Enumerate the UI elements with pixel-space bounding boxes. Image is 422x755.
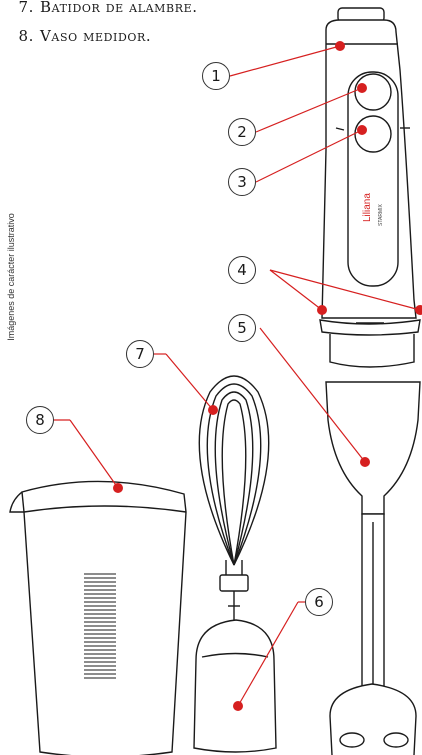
callout-6: 6 [305,588,333,616]
callout-7: 7 [126,340,154,368]
callout-5: 5 [228,314,256,342]
callout-2: 2 [228,118,256,146]
whisk [194,376,276,752]
callout-1: 1 [202,62,230,90]
blender-foot [326,382,420,755]
brand-model: STARMIX [378,203,384,226]
brand-logo: Liliana [362,193,373,222]
callout-8: 8 [26,406,54,434]
measuring-cup [10,481,186,755]
callout-3: 3 [228,168,256,196]
callout-4: 4 [228,256,256,284]
motor-unit: Liliana STARMIX [320,8,420,367]
